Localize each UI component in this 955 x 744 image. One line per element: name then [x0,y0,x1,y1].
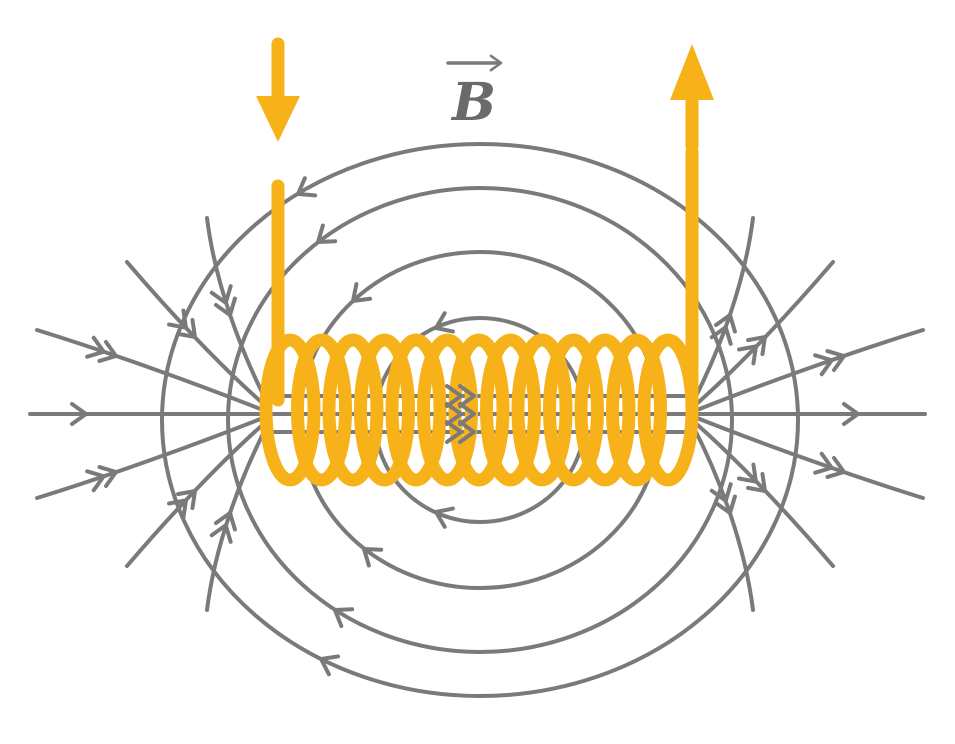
coil-turn [637,333,699,487]
coil-turn [354,333,415,487]
current-arrowheads [256,44,714,142]
outer-field-line [690,414,925,500]
field-loop [160,142,800,698]
coil-turn [543,333,604,487]
coil-turn [291,333,352,487]
coil-turn [574,333,636,487]
outer-field-line [690,328,925,414]
b-vector-arrow-icon [446,54,503,72]
field-loop [226,186,734,654]
coil-turn [322,333,384,487]
b-field-label: B [450,72,496,133]
overlay-layer [445,54,503,444]
coil-layer [256,37,714,487]
outer-field-line [35,414,270,500]
coil-turn [606,333,667,487]
coil-turn [259,333,321,487]
coil-turn [511,333,573,487]
up-arrowhead-icon [670,44,714,100]
coil-turn [480,333,541,487]
down-arrowhead-icon [256,96,300,142]
outer-field-line [35,328,270,414]
coil-turn [385,333,447,487]
